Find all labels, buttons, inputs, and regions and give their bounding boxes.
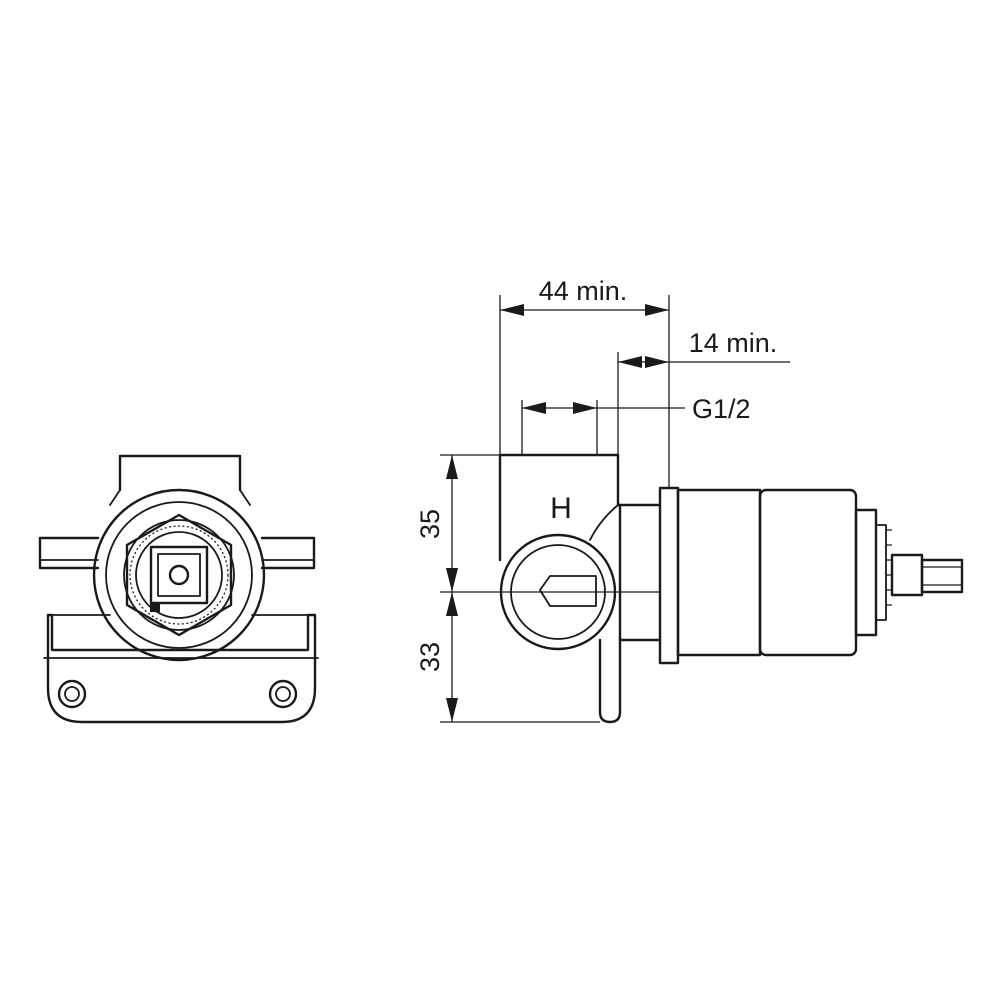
side-port-key	[539, 575, 597, 607]
front-hex-nut	[125, 513, 233, 637]
front-right-ear	[260, 536, 316, 570]
hot-port-mark: H	[550, 492, 572, 525]
front-mount-hole-right-inner	[275, 686, 291, 702]
side-housing-right	[618, 503, 662, 642]
side-housing-curve	[589, 504, 619, 541]
side-spindle-flats	[922, 566, 962, 586]
front-view	[38, 454, 319, 724]
dim-44-arrow-right	[645, 304, 669, 316]
front-mount-hole-left-inner	[64, 686, 80, 702]
front-spindle-inner	[157, 553, 201, 597]
side-spindle-base	[890, 553, 924, 597]
dim-14-arrow-right	[645, 356, 669, 368]
dim-44-arrow-left	[500, 304, 524, 316]
front-knurl-ring	[129, 525, 229, 625]
front-mount-plate	[46, 613, 317, 724]
dim-g12-label: G1/2	[692, 394, 751, 424]
dim-g12-arrow-right	[573, 402, 597, 414]
front-marking-tick	[150, 603, 160, 612]
dimension-lines: 44 min. 14 min. G1/2 35 33	[415, 276, 790, 723]
dim-14-label: 14 min.	[689, 328, 778, 358]
front-thread-ring	[123, 519, 235, 631]
front-tab-chamfer	[109, 489, 251, 506]
side-cylinder-2	[758, 488, 858, 657]
front-top-tab	[118, 454, 242, 492]
front-square-spindle	[149, 545, 209, 605]
front-inner-ring	[135, 531, 223, 619]
side-cartridge-ring	[875, 524, 887, 621]
front-body-ring	[105, 501, 253, 649]
dim-g12-arrow-left	[522, 402, 546, 414]
side-cartridge-knurl	[886, 529, 892, 606]
front-body-outer	[92, 488, 266, 662]
dim-33-arrow-bottom	[446, 698, 458, 722]
dim-33-arrow-top	[446, 592, 458, 616]
side-spindle-tip	[920, 558, 964, 594]
front-left-ear	[38, 536, 100, 570]
front-mount-hole-left	[57, 679, 87, 709]
dim-35-arrow-bottom	[446, 568, 458, 592]
side-flange	[658, 486, 680, 665]
side-cylinder-1	[676, 488, 762, 657]
front-mount-hole-right	[268, 679, 298, 709]
dim-35-label: 35	[415, 509, 445, 539]
dim-14-arrow-left	[618, 356, 642, 368]
side-cartridge-step	[854, 508, 878, 637]
side-housing-top	[498, 453, 662, 562]
side-view: H	[498, 453, 964, 724]
dim-35-arrow-top	[446, 455, 458, 479]
side-lower-leg	[598, 636, 622, 724]
dim-33-label: 33	[415, 642, 445, 672]
dim-44-label: 44 min.	[539, 276, 628, 306]
front-spindle-center	[168, 564, 190, 586]
